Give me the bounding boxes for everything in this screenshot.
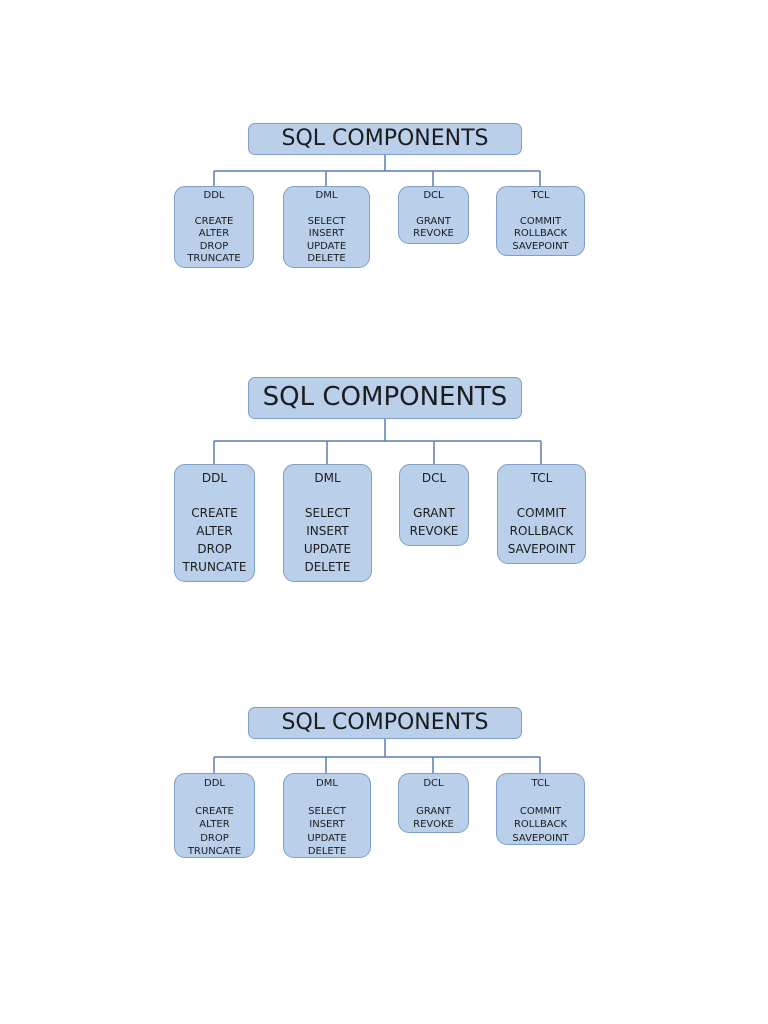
node-title: DML — [314, 471, 341, 485]
node-item: DROP — [199, 240, 229, 252]
node-item: REVOKE — [413, 819, 454, 830]
node-tcl: TCL COMMIT ROLLBACK SAVEPOINT — [497, 464, 586, 564]
node-item: COMMIT — [519, 215, 562, 227]
root-node: SQL COMPONENTS — [248, 707, 522, 739]
node-item: TRUNCATE — [187, 846, 242, 857]
node-item: GRANT — [416, 805, 451, 817]
node-title: DML — [316, 778, 338, 789]
node-item: SELECT — [304, 506, 351, 520]
node-title: TCL — [530, 471, 553, 485]
node-title: DML — [315, 190, 338, 201]
node-title: TCL — [531, 778, 550, 789]
node-title: DDL — [201, 471, 228, 485]
node-dml: DML SELECT INSERT UPDATE DELETE — [283, 773, 371, 858]
node-item: DELETE — [307, 846, 347, 857]
node-item: SELECT — [308, 805, 346, 817]
node-item: REVOKE — [413, 228, 454, 240]
node-item: CREATE — [194, 215, 234, 227]
node-dcl: DCL GRANT REVOKE — [398, 773, 469, 833]
node-item: TRUNCATE — [182, 560, 247, 574]
node-item: UPDATE — [303, 542, 352, 556]
node-item: DROP — [197, 542, 232, 556]
root-node: SQL COMPONENTS — [248, 123, 522, 155]
node-item: REVOKE — [409, 524, 459, 538]
node-item: DELETE — [307, 253, 346, 265]
node-item: GRANT — [416, 215, 451, 227]
node-item: ALTER — [196, 524, 233, 538]
node-title: DDL — [203, 190, 225, 201]
node-title: DCL — [423, 778, 444, 789]
node-item: INSERT — [306, 524, 349, 538]
node-item: CREATE — [195, 805, 234, 817]
node-title: DCL — [421, 471, 447, 485]
node-dml: DML SELECT INSERT UPDATE DELETE — [283, 186, 370, 268]
node-title: TCL — [531, 190, 550, 201]
node-item: INSERT — [308, 228, 345, 240]
node-item: INSERT — [309, 819, 345, 830]
node-tcl: TCL COMMIT ROLLBACK SAVEPOINT — [496, 773, 585, 845]
node-tcl: TCL COMMIT ROLLBACK SAVEPOINT — [496, 186, 585, 256]
node-item: DROP — [200, 832, 229, 844]
node-item: TRUNCATE — [187, 253, 241, 265]
node-dcl: DCL GRANT REVOKE — [399, 464, 469, 546]
node-item: SAVEPOINT — [507, 542, 576, 556]
node-item: COMMIT — [519, 805, 562, 817]
node-item: ROLLBACK — [513, 819, 568, 830]
connector-lines — [213, 419, 542, 464]
node-item: CREATE — [191, 506, 238, 520]
node-item: SAVEPOINT — [512, 832, 569, 844]
node-ddl: DDL CREATE ALTER DROP TRUNCATE — [174, 186, 254, 268]
node-item: SELECT — [307, 215, 346, 227]
node-item: ALTER — [198, 228, 230, 240]
node-item: UPDATE — [306, 240, 347, 252]
connector-lines — [213, 155, 541, 186]
node-title: DDL — [204, 778, 225, 789]
node-item: UPDATE — [307, 832, 347, 844]
node-item: GRANT — [413, 506, 455, 520]
sql-components-diagram-3: SQL COMPONENTS DDL CREATE ALTER DROP TRU… — [174, 707, 585, 858]
node-dml: DML SELECT INSERT UPDATE DELETE — [283, 464, 372, 582]
root-node: SQL COMPONENTS — [248, 377, 522, 419]
sql-components-diagram-1: SQL COMPONENTS DDL CREATE ALTER DROP TRU… — [0, 0, 768, 280]
node-item: SAVEPOINT — [512, 240, 569, 252]
node-item: ALTER — [199, 819, 230, 830]
node-item: ROLLBACK — [509, 524, 574, 538]
node-title: DCL — [423, 190, 444, 201]
connector-lines — [213, 739, 541, 773]
node-ddl: DDL CREATE ALTER DROP TRUNCATE — [174, 464, 255, 582]
node-item: COMMIT — [516, 506, 567, 520]
node-item: DELETE — [304, 560, 351, 574]
node-dcl: DCL GRANT REVOKE — [398, 186, 469, 244]
node-ddl: DDL CREATE ALTER DROP TRUNCATE — [174, 773, 255, 858]
sql-components-diagram-2: SQL COMPONENTS DDL CREATE ALTER DROP TRU… — [174, 377, 586, 582]
node-item: ROLLBACK — [513, 228, 568, 240]
